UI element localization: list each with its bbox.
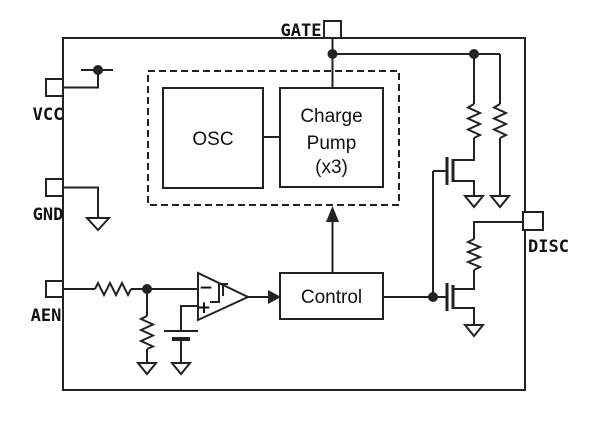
hysteresis-icon bbox=[210, 283, 228, 303]
charge-pump-block bbox=[279, 87, 384, 188]
gate-pull-resistor-1 bbox=[465, 103, 483, 139]
charge-pump-label-3: (x3) bbox=[315, 157, 348, 178]
aen-ground-icon bbox=[135, 362, 159, 376]
gate-pin-square bbox=[323, 20, 342, 39]
charge-pump-label-2: Pump bbox=[307, 133, 357, 154]
gnd-wire bbox=[63, 186, 99, 218]
osc-block bbox=[162, 87, 264, 189]
upper-mosfet-source-wire bbox=[453, 180, 475, 196]
upper-mosfet-ground-icon bbox=[462, 195, 486, 209]
reference-ground-icon bbox=[169, 362, 193, 376]
aen-series-resistor bbox=[94, 280, 132, 298]
comparator-minus-icon: − bbox=[199, 278, 213, 298]
disc-resistor bbox=[465, 238, 483, 271]
gate-junction-dot-1 bbox=[327, 49, 338, 59]
control-to-pump-arrow bbox=[326, 206, 339, 222]
vcc-junction-dot bbox=[93, 65, 103, 75]
reference-wire-top bbox=[180, 305, 198, 331]
module-dashed-box bbox=[147, 70, 400, 206]
aen-label: AEN bbox=[31, 306, 62, 326]
control-junction-dot bbox=[428, 292, 438, 302]
gnd-pin-square bbox=[45, 178, 64, 197]
control-label: Control bbox=[301, 287, 362, 308]
disc-wire bbox=[473, 221, 523, 239]
aen-pin-square bbox=[45, 280, 64, 298]
charge-pump-label-1: Charge bbox=[300, 106, 362, 127]
upper-mosfet-drain-wire bbox=[453, 138, 475, 161]
disc-label: DISC bbox=[528, 237, 569, 257]
gnd-label: GND bbox=[33, 205, 64, 225]
disc-mosfet-source-wire bbox=[453, 307, 475, 325]
gate-pull-resistor-2 bbox=[491, 103, 509, 139]
comparator-plus-icon: + bbox=[197, 298, 211, 318]
disc-mosfet-ground-icon bbox=[462, 324, 486, 338]
vcc-wire bbox=[63, 70, 99, 89]
gate-label: GATE bbox=[281, 21, 322, 41]
gnd-ground-icon bbox=[84, 217, 112, 232]
comparator-output-arrow bbox=[268, 290, 281, 304]
aen-pulldown-resistor bbox=[138, 315, 156, 350]
vcc-pin-square bbox=[45, 78, 64, 97]
vcc-label: VCC bbox=[33, 105, 64, 125]
osc-label: OSC bbox=[192, 129, 233, 150]
disc-mosfet-drain-wire bbox=[453, 270, 475, 290]
disc-pin-square bbox=[522, 211, 544, 231]
pullup2-ground-icon bbox=[488, 195, 512, 209]
